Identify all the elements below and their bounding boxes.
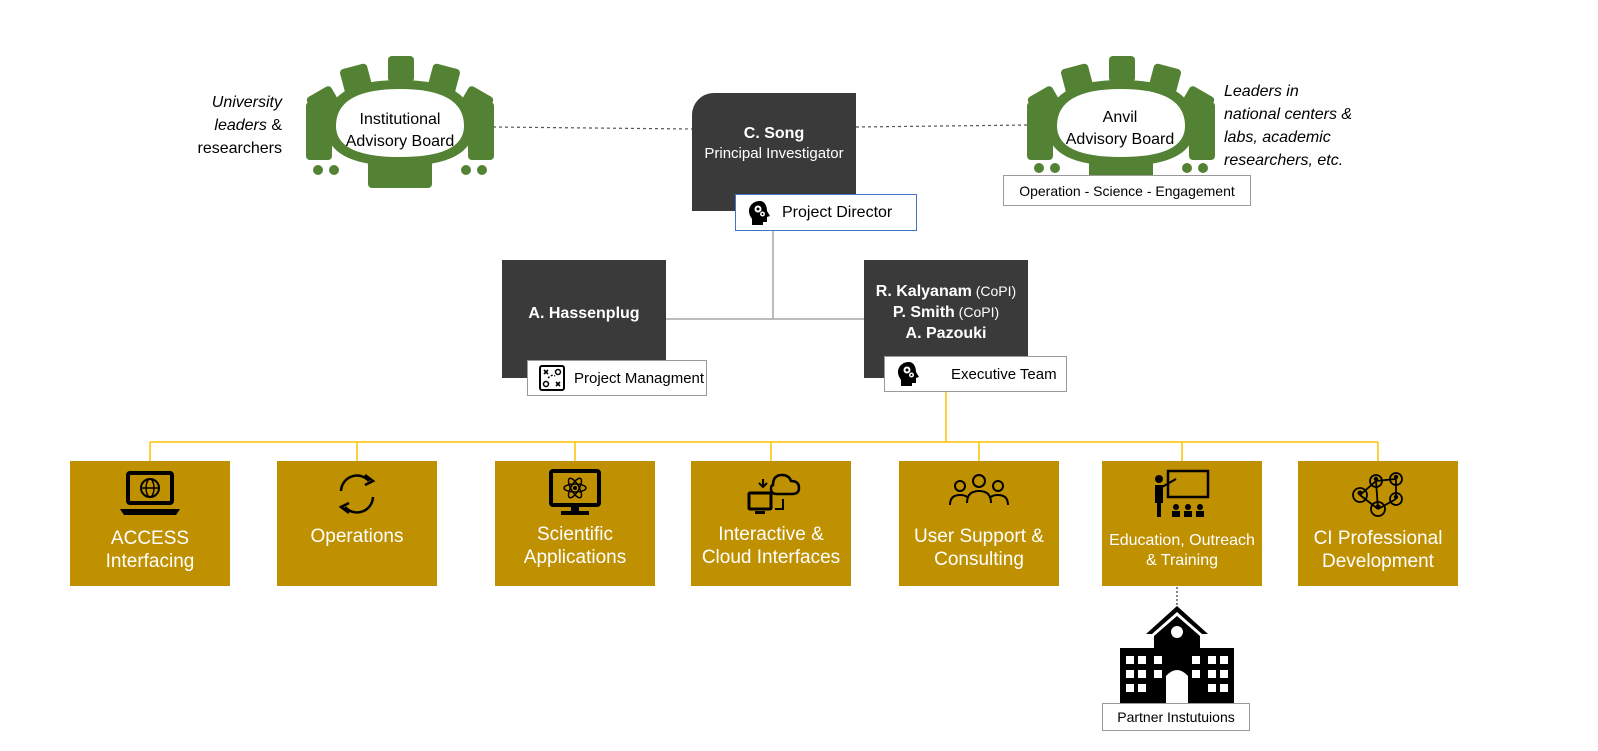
refresh-cycle-icon [338,474,376,514]
project-management-tag: Project Managment [527,360,707,396]
dotted-link-institutional [492,126,693,130]
team-user-support: User Support & Consulting [899,461,1059,586]
institutional-board-note: University leaders & researchers [197,94,282,157]
institutional-board-table-icon [306,56,494,188]
anvil-board-label: Anvil Advisory Board [1065,109,1175,148]
project-director-tag: Project Director [735,194,917,231]
pm-box: A. Hassenplug [502,260,666,378]
institutional-board-label: Institutional Advisory Board [345,111,455,150]
team-ci-professional-development: CI Professional Development [1298,461,1458,586]
team-education-outreach: Education, Outreach & Training [1102,461,1262,586]
team-access-interfacing: ACCESS Interfacing [70,461,230,586]
team-operations: Operations [277,461,437,586]
pi-role: Principal Investigator [704,144,844,162]
anvil-board-tag: Operation - Science - Engagement [1003,175,1251,206]
users-group-icon [949,474,1009,506]
head-gears-icon [749,200,770,225]
team-scientific-applications: Scientific Applications [495,461,655,586]
monitor-atom-icon [549,469,601,515]
teacher-icon [1155,469,1210,517]
team-interactive-cloud: Interactive & Cloud Interfaces [691,461,851,586]
people-network-icon [1352,472,1403,517]
cloud-computer-icon [747,473,801,514]
executive-team-tag: Executive Team [884,356,1067,392]
pm-name: A. Hassenplug [528,304,640,322]
school-building-icon [1120,606,1234,704]
head-gears-icon [898,362,919,386]
anvil-board-note: Leaders in national centers & labs, acad… [1224,83,1353,169]
partner-institutions-tag: Partner Instutuions [1102,703,1250,731]
anvil-board-table-icon [1027,56,1215,180]
laptop-globe-icon [120,471,180,515]
pi-name: C. Song [743,124,805,142]
dotted-link-anvil [855,124,1031,128]
strategy-board-icon [539,365,565,391]
pi-box: C. Song Principal Investigator [692,93,856,211]
